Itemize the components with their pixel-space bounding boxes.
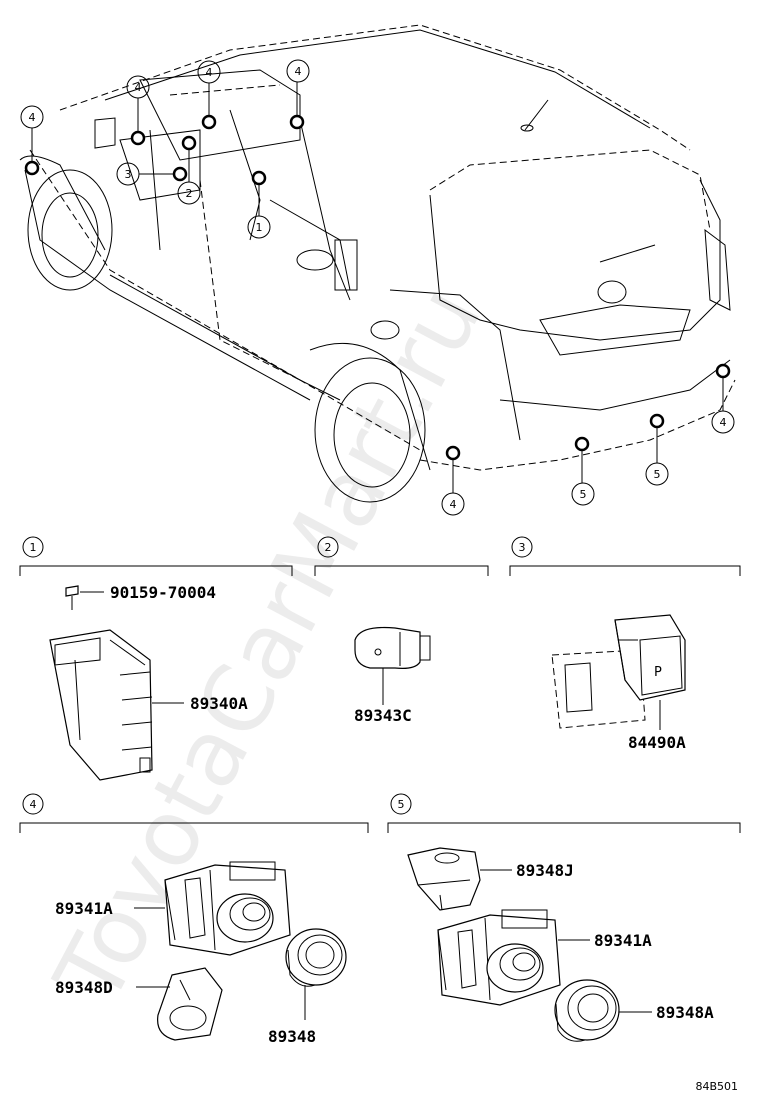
part-label-89341A-right: 89341A: [594, 931, 652, 950]
part-label-89348: 89348: [268, 1027, 316, 1046]
vehicle-sensor-markers: [24, 114, 731, 461]
vehicle-callouts: 4 4 4 4 3 2 1 4 5 5 4: [20, 59, 735, 516]
callout-4-a: 4: [29, 111, 36, 124]
section-5: 5 89348J 89341A 89348A: [387, 793, 741, 1042]
part-label-89341A-left: 89341A: [55, 899, 113, 918]
section-4: 4 89341A 89348D 89348: [19, 793, 369, 1046]
callout-5-a: 5: [580, 488, 587, 501]
callout-1: 1: [256, 221, 263, 234]
callout-5-b: 5: [654, 468, 661, 481]
vehicle-illustration: [19, 24, 736, 503]
section-1: 1 90159-70004 89340A: [19, 536, 293, 781]
part-label-89343C: 89343C: [354, 706, 412, 725]
callout-4-f: 4: [720, 416, 727, 429]
callout-4-b: 4: [135, 81, 142, 94]
section-2-badge: 2: [325, 541, 332, 554]
part-label-84490A: 84490A: [628, 733, 686, 752]
section-4-badge: 4: [30, 798, 37, 811]
callout-4-e: 4: [450, 498, 457, 511]
section-3: 3 P 84490A: [509, 536, 741, 752]
part-label-89340A: 89340A: [190, 694, 248, 713]
callout-4-d: 4: [295, 65, 302, 78]
part-label-89348A: 89348A: [656, 1003, 714, 1022]
section-5-badge: 5: [398, 798, 405, 811]
part-label-90159-70004: 90159-70004: [110, 583, 216, 602]
park-assist-icon: P: [654, 665, 662, 680]
part-label-89348D: 89348D: [55, 978, 113, 997]
callout-4-c: 4: [206, 66, 213, 79]
section-2: 2 89343C: [314, 536, 489, 725]
section-3-badge: 3: [519, 541, 526, 554]
diagram-reference-code: 84B501: [695, 1080, 738, 1093]
part-label-89348J: 89348J: [516, 861, 574, 880]
callout-2: 2: [186, 187, 193, 200]
section-1-badge: 1: [30, 541, 37, 554]
callout-3: 3: [125, 168, 132, 181]
